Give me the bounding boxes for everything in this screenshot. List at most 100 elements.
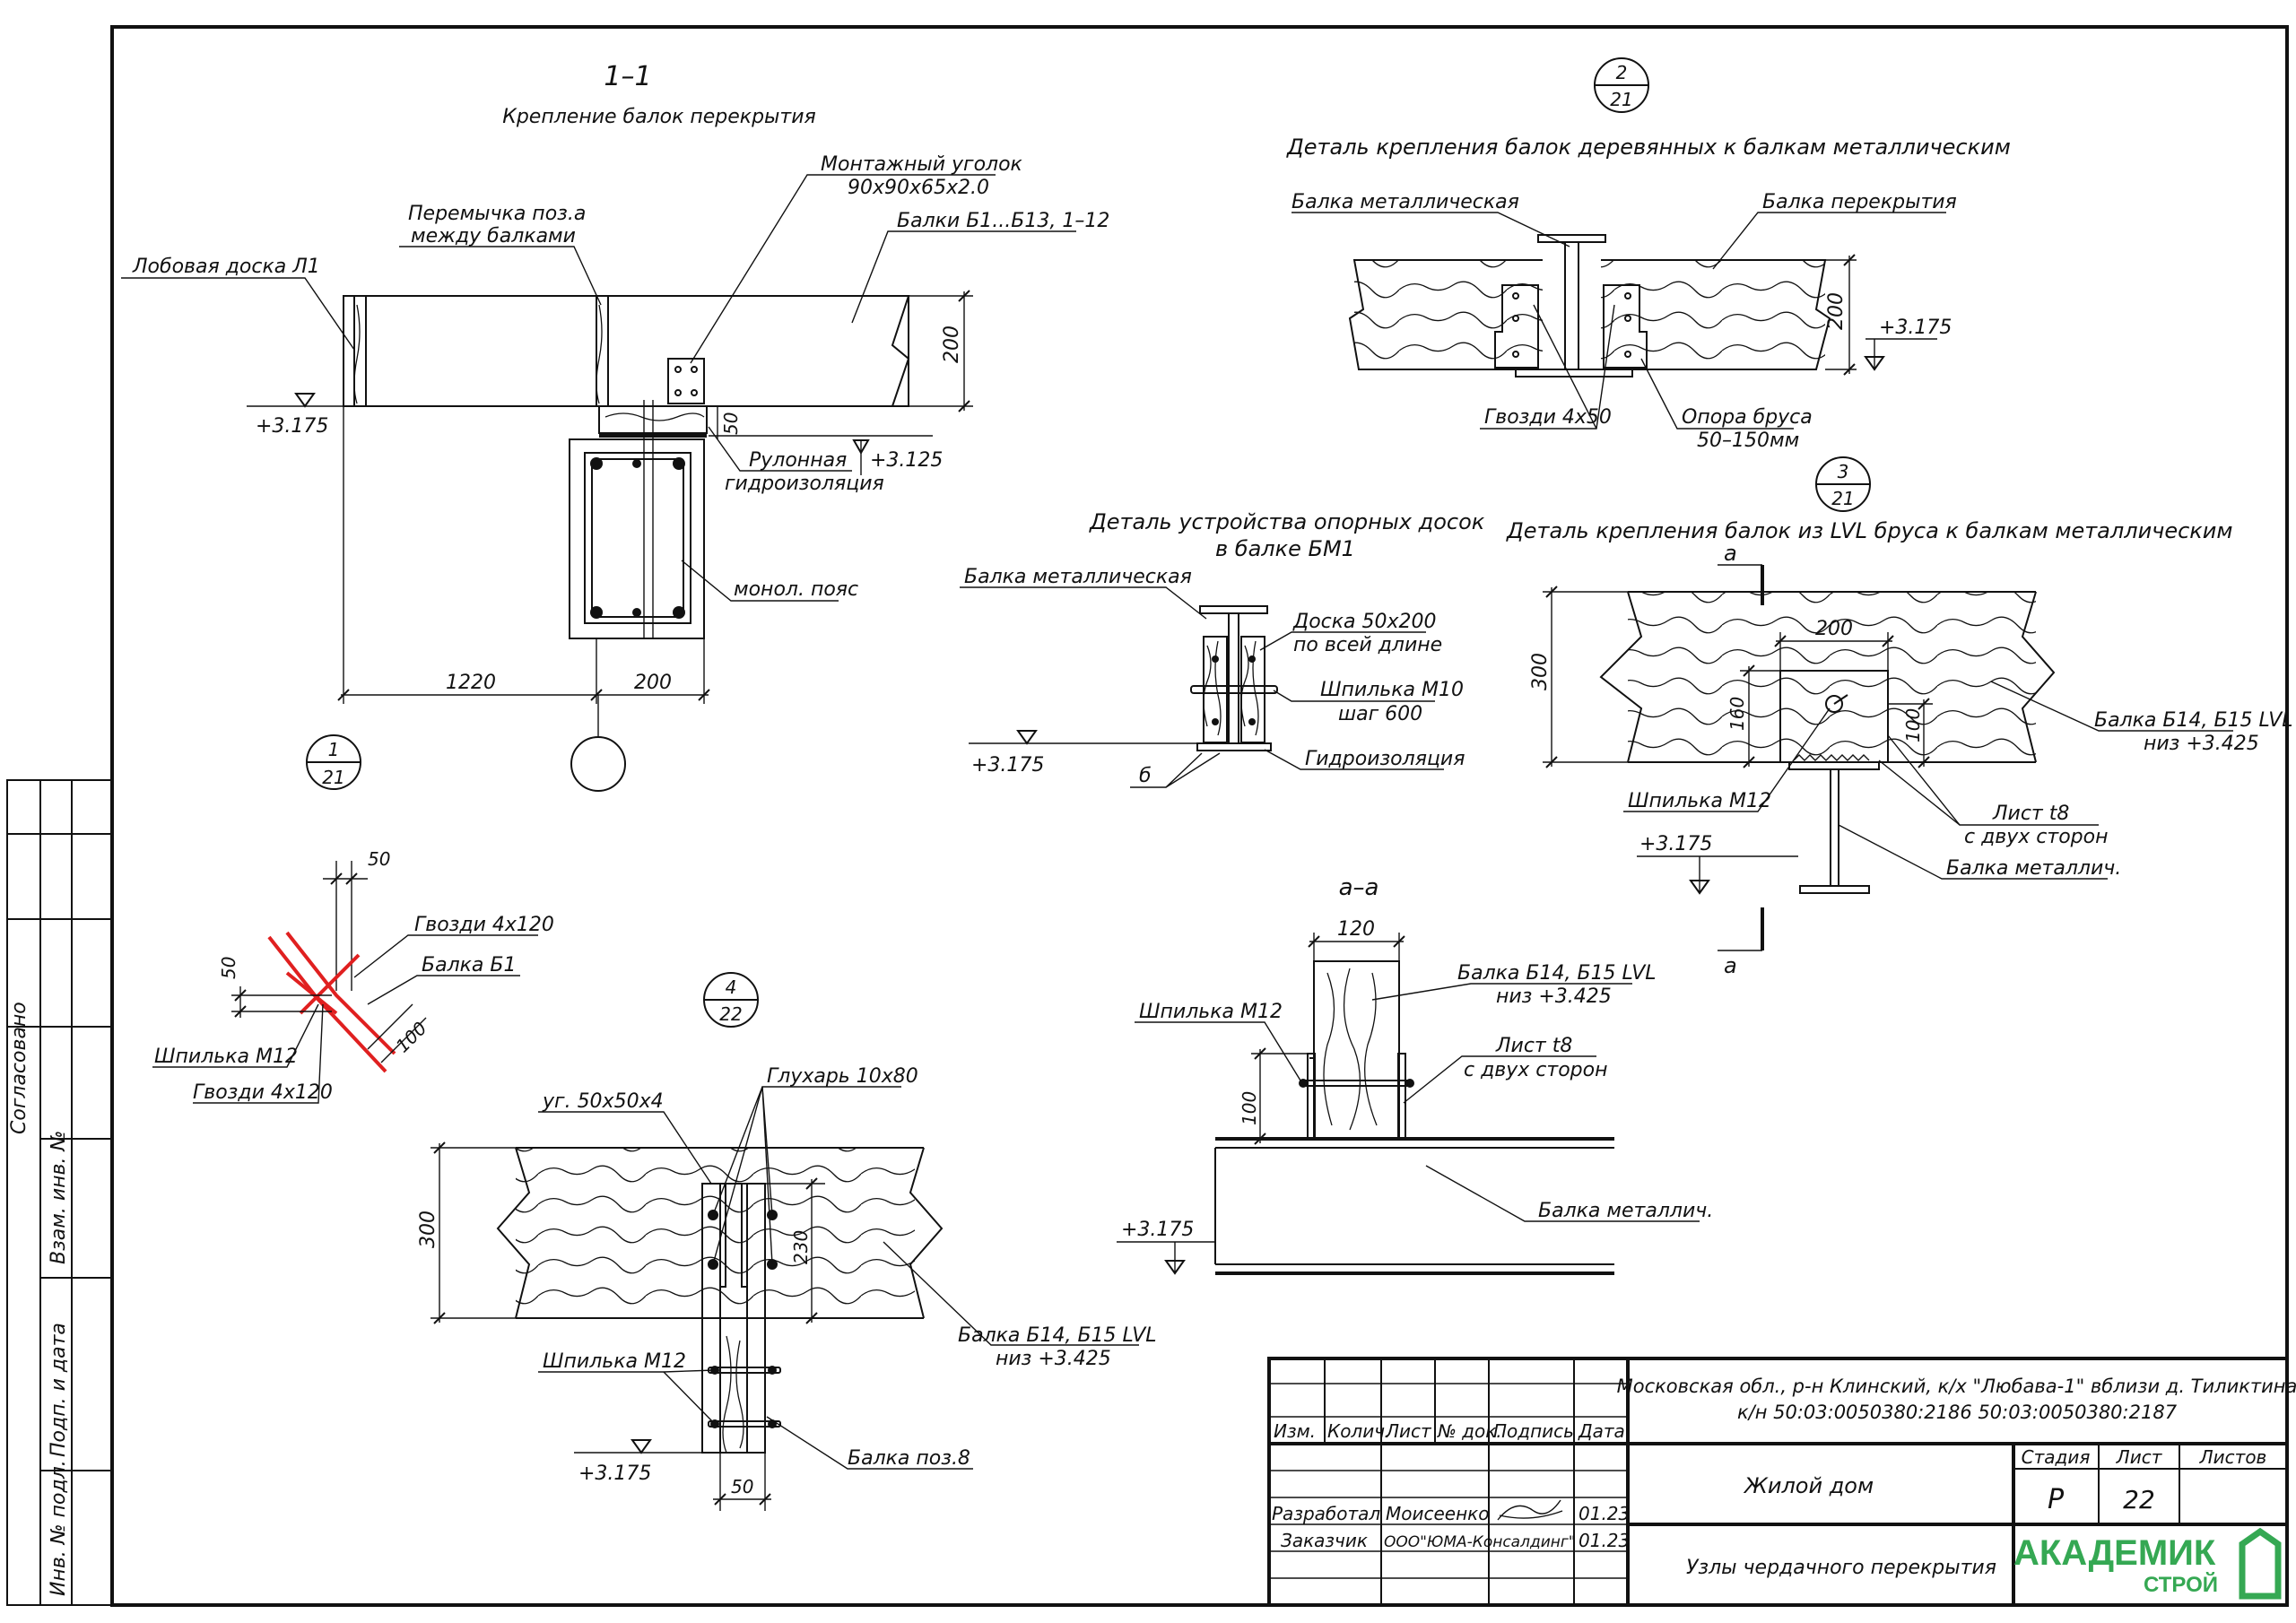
nail-label-stud: Шпилька М12 xyxy=(154,1046,298,1068)
section-a-a: а–а 120 100 Шпилька М12 Балка Б14, Б15 L… xyxy=(1117,874,1713,1275)
sign-date-label: Подп. и дата xyxy=(48,1323,70,1457)
label-roll-2: гидроизоляция xyxy=(725,473,884,495)
agreed-label: Согласовано xyxy=(8,1002,30,1134)
inv-no-label: Взам. инв. № xyxy=(48,1131,70,1264)
support-delta: б xyxy=(1139,765,1152,787)
callout-3-num: 3 xyxy=(1838,461,1849,482)
detail-3-dim-160: 160 xyxy=(1726,697,1748,731)
support-board-1: Доска 50х200 xyxy=(1292,611,1437,633)
support-level: +3.175 xyxy=(971,754,1044,777)
detail-2-level: +3.175 xyxy=(1879,317,1952,339)
level-3175: +3.175 xyxy=(256,415,328,438)
tb-sheet: 22 xyxy=(2123,1485,2155,1515)
detail-3-dim-100: 100 xyxy=(1902,708,1924,742)
section-aa-level: +3.175 xyxy=(1121,1219,1194,1241)
detail-3-lvl-1: Балка Б14, Б15 LVL xyxy=(2094,709,2293,732)
nail-label-nails2: Гвозди 4х120 xyxy=(193,1081,333,1104)
section-1-1-title: 1–1 xyxy=(604,61,651,92)
left-strip: Согласовано Взам. инв. № Подп. и дата Ин… xyxy=(6,779,113,1606)
tb-developed-name: Моисеенко xyxy=(1386,1503,1490,1524)
tb-sheet-title: Узлы чердачного перекрытия xyxy=(1686,1557,1996,1579)
nail-dim-100: 100 xyxy=(392,1018,431,1057)
detail-3-lvl-2: низ +3.425 xyxy=(2144,733,2259,755)
section-aa-plate-2: с двух сторон xyxy=(1464,1059,1607,1081)
support-stud-2: шаг 600 xyxy=(1338,703,1422,725)
tb-kol: Колич. xyxy=(1327,1420,1390,1442)
detail-2-metal-beam: Балка металлическая xyxy=(1292,191,1519,213)
label-belt: монол. пояс xyxy=(734,578,858,601)
tb-izm: Изм. xyxy=(1274,1420,1316,1442)
section-aa-stud: Шпилька М12 xyxy=(1139,1001,1283,1023)
nail-label-nails1: Гвозди 4х120 xyxy=(414,914,554,936)
tb-customer-name: ООО"ЮМА-Консалдинг" xyxy=(1384,1533,1576,1551)
detail-4-lag: Глухарь 10х80 xyxy=(767,1065,918,1088)
sheet-frame xyxy=(110,25,2289,1607)
house-icon xyxy=(2239,1527,2282,1600)
detail-4-lvl-1: Балка Б14, Б15 LVL xyxy=(958,1324,1157,1347)
section-aa-metal-beam: Балка металлич. xyxy=(1538,1200,1713,1222)
label-roll-1: Рулонная xyxy=(749,449,847,472)
support-board-2: по всей длине xyxy=(1293,634,1442,656)
nail-detail: 50 50 100 Гвозди 4х120 Балка Б1 Шпилька … xyxy=(152,848,554,1104)
support-title-1: Деталь устройства опорных досок xyxy=(1089,509,1485,534)
detail-2: 2 21 Деталь крепления балок деревянных к… xyxy=(1286,57,2011,452)
section-1-1-subtitle: Крепление балок перекрытия xyxy=(502,106,816,128)
tb-object: Жилой дом xyxy=(1743,1473,1874,1498)
label-angle-2: 90х90х65х2.0 xyxy=(848,177,989,199)
detail-2-title: Деталь крепления балок деревянных к балк… xyxy=(1286,135,2011,160)
detail-3-level: +3.175 xyxy=(1639,833,1712,855)
dim-50: 50 xyxy=(720,412,742,435)
detail-2-nails: Гвозди 4х50 xyxy=(1484,406,1612,429)
detail-support-boards: Деталь устройства опорных досок в балке … xyxy=(960,509,1485,788)
tb-stage: Р xyxy=(2048,1484,2065,1515)
detail-2-floor-beam: Балка перекрытия xyxy=(1762,191,1957,213)
detail-3-title: Деталь крепления балок из LVL бруса к ба… xyxy=(1506,518,2233,543)
inv-orig-label: Инв. № подл. xyxy=(48,1460,70,1596)
section-aa-dim-100: 100 xyxy=(1239,1091,1260,1125)
label-beams: Балки Б1...Б13, 1–12 xyxy=(897,210,1109,232)
tb-sheets-label: Листов xyxy=(2199,1446,2267,1468)
tb-sheet-label: Лист xyxy=(2116,1446,2163,1468)
callout-2-sheet: 21 xyxy=(1610,89,1632,110)
tb-developed-label: Разработал xyxy=(1272,1503,1380,1524)
section-aa-lvl-2: низ +3.425 xyxy=(1496,985,1612,1008)
section-a-bot: а xyxy=(1724,953,1737,978)
dim-200: 200 xyxy=(941,325,963,363)
detail-3-plate-1: Лист t8 xyxy=(1992,803,2069,825)
detail-4: 4 22 300 230 50 уг. xyxy=(417,972,1157,1511)
detail-4-dim-300: 300 xyxy=(417,1211,439,1248)
detail-4-angle: уг. 50х50х4 xyxy=(542,1090,664,1113)
detail-2-support-1: Опора бруса xyxy=(1682,406,1813,429)
detail-3-dim-300: 300 xyxy=(1529,653,1552,690)
detail-4-beam8: Балка поз.8 xyxy=(848,1447,970,1470)
detail-2-support-2: 50–150мм xyxy=(1697,430,1799,452)
callout-4-num: 4 xyxy=(726,976,737,998)
nail-dim-50b: 50 xyxy=(218,957,239,979)
callout-3-sheet: 21 xyxy=(1831,488,1854,509)
tb-address-2: к/н 50:03:0050380:2186 50:03:0050380:218… xyxy=(1737,1402,2178,1423)
tb-sign: Подпись xyxy=(1493,1420,1574,1442)
tb-date: Дата xyxy=(1578,1420,1625,1442)
tb-developed-date: 01.23 xyxy=(1578,1503,1630,1524)
tb-doc: № док. xyxy=(1437,1420,1502,1442)
detail-4-level: +3.175 xyxy=(578,1462,651,1485)
detail-3-metal-beam: Балка металлич. xyxy=(1946,857,2121,880)
title-block: Изм. Колич. Лист № док. Подпись Дата Раз… xyxy=(1267,1357,2296,1607)
detail-3: 3 21 Деталь крепления балок из LVL бруса… xyxy=(1506,456,2293,978)
axis-bubble xyxy=(570,736,626,792)
support-title-2: в балке БМ1 xyxy=(1215,536,1355,561)
callout-2-num: 2 xyxy=(1616,62,1628,83)
detail-4-lvl-2: низ +3.425 xyxy=(996,1348,1111,1370)
section-1-1: 1–1 Крепление балок перекрытия xyxy=(121,61,1109,792)
support-waterproof: Гидроизоляция xyxy=(1305,748,1465,770)
nail-label-beam: Балка Б1 xyxy=(422,954,517,976)
label-angle-1: Монтажный уголок xyxy=(821,153,1023,176)
callout-1-sheet: 21 xyxy=(322,767,344,788)
label-frontal-board: Лобовая доска Л1 xyxy=(132,256,320,278)
detail-4-dim-50: 50 xyxy=(731,1476,753,1497)
detail-4-dim-230: 230 xyxy=(790,1230,812,1264)
tb-address-1: Московская обл., р-н Клинский, к/х "Люба… xyxy=(1617,1376,2296,1397)
academic-stroy-logo: АКАДЕМИК СТРОЙ xyxy=(2013,1527,2282,1600)
callout-4-sheet: 22 xyxy=(719,1003,742,1025)
